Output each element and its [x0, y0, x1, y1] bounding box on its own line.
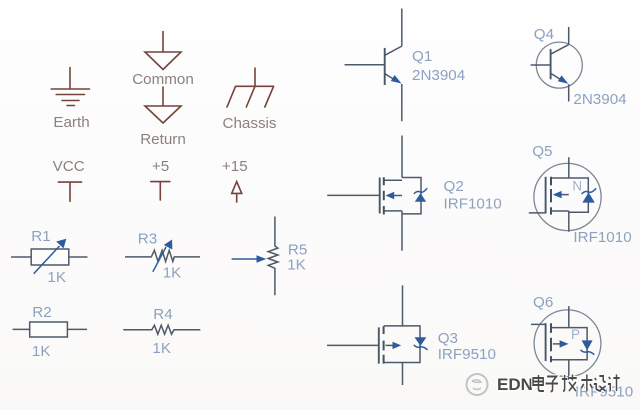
- svg-text:R1: R1: [31, 228, 50, 245]
- svg-text:Q5: Q5: [532, 143, 552, 160]
- svg-text:2N3904: 2N3904: [573, 91, 626, 108]
- svg-text:Chassis: Chassis: [222, 115, 276, 132]
- svg-text:Earth: Earth: [53, 114, 89, 131]
- svg-text:IRF9510: IRF9510: [438, 346, 496, 363]
- svg-text:1K: 1K: [152, 340, 171, 357]
- svg-text:Q4: Q4: [534, 26, 554, 43]
- svg-text:1K: 1K: [163, 265, 182, 282]
- svg-text:R5: R5: [288, 242, 307, 259]
- svg-text:IRF1010: IRF1010: [444, 195, 502, 212]
- svg-text:Return: Return: [140, 131, 186, 148]
- svg-text:1K: 1K: [287, 256, 306, 273]
- svg-text:R2: R2: [32, 304, 51, 321]
- svg-text:N: N: [572, 178, 582, 193]
- svg-text:Common: Common: [132, 71, 194, 88]
- svg-text:IRF1010: IRF1010: [573, 229, 631, 246]
- svg-text:R4: R4: [153, 306, 172, 323]
- svg-text:+5: +5: [152, 158, 169, 175]
- svg-text:R3: R3: [138, 231, 157, 248]
- svg-text:1K: 1K: [47, 269, 66, 286]
- svg-text:Q6: Q6: [533, 294, 553, 311]
- svg-text:Q2: Q2: [444, 178, 464, 195]
- svg-text:1K: 1K: [32, 343, 51, 360]
- svg-text:+15: +15: [222, 158, 248, 175]
- svg-text:Q3: Q3: [438, 330, 458, 347]
- svg-text:EDN: EDN: [497, 375, 533, 394]
- svg-text:Q1: Q1: [412, 48, 432, 65]
- svg-text:2N3904: 2N3904: [412, 67, 465, 84]
- svg-text:VCC: VCC: [53, 158, 85, 175]
- svg-text:P: P: [571, 327, 580, 342]
